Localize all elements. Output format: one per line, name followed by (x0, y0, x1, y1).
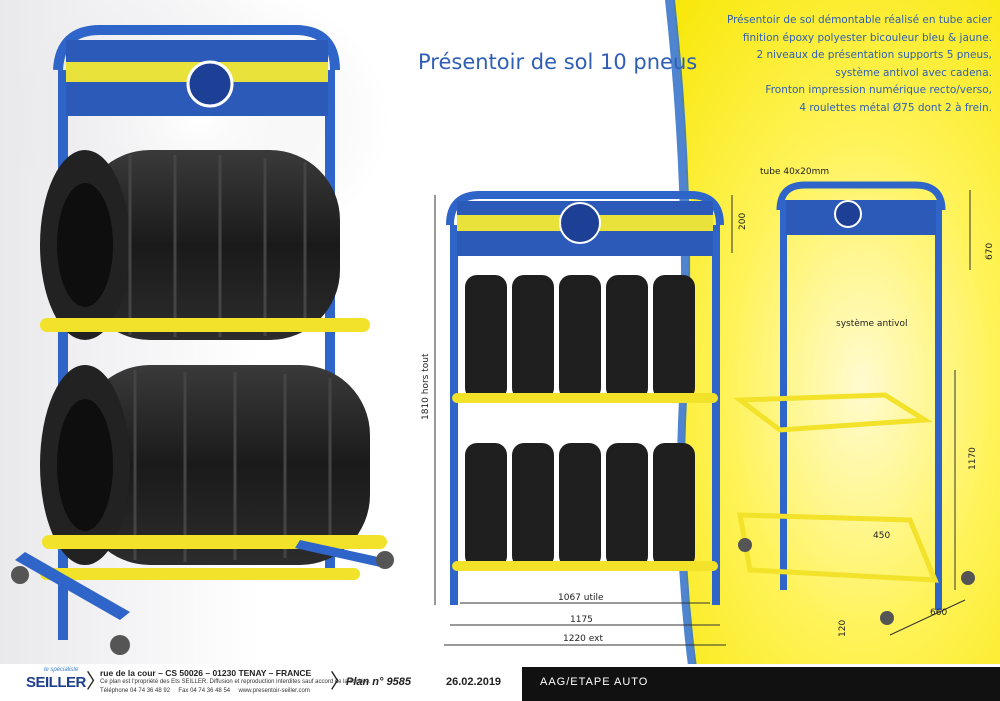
description-line: finition époxy polyester bicouleur bleu … (742, 31, 992, 44)
tube-label: tube 40x20mm (760, 167, 830, 177)
reference-label: AAG/ETAPE AUTO (540, 676, 649, 688)
address-line: rue de la cour – CS 50026 – 01230 TENAY … (100, 668, 312, 678)
company-address: rue de la cour – CS 50026 – 01230 TENAY … (100, 669, 370, 696)
side-view-drawing (732, 181, 975, 636)
chevron-icon: 〉 (86, 671, 106, 693)
external-width-label: 1220 ext (563, 634, 603, 644)
depth-label: 660 (930, 608, 948, 618)
product-render (10, 0, 394, 655)
useful-width-label: 1067 utile (558, 593, 604, 603)
legal-notice: Ce plan est l'propriété des Ets SEILLER.… (100, 679, 371, 685)
company-tagline: le spécialiste (44, 667, 79, 673)
lower-height-label: 1170 (968, 447, 978, 470)
description-line: 2 niveaux de présentation supports 5 pne… (756, 49, 992, 61)
plan-number: Plan n° 9585 (346, 676, 411, 688)
reference-bar (522, 667, 1000, 701)
fax: Fax 04 74 36 48 54 (178, 688, 231, 694)
chevron-icon: 〉 (330, 671, 350, 693)
antitheft-label: système antivol (836, 319, 908, 329)
description-line: 4 roulettes métal Ø75 dont 2 à frein. (799, 101, 992, 114)
base-height-label: 120 (838, 619, 848, 637)
description-line: Présentoir de sol démontable réalisé en … (726, 14, 992, 26)
company-logo: SEILLER (26, 674, 86, 691)
shelf-depth-label: 450 (873, 531, 891, 541)
page-title: Présentoir de sol 10 pneus (418, 50, 698, 74)
plan-date: 26.02.2019 (446, 676, 502, 688)
phone: Téléphone 04 74 36 48 92 (100, 688, 171, 694)
overall-height-label: 1810 hors tout (421, 353, 431, 421)
description-line: système antivol avec cadena. (835, 66, 992, 79)
product-description: Présentoir de sol démontable réalisé en … (692, 12, 992, 117)
upper-height-label: 670 (985, 242, 995, 260)
website-link[interactable]: www.presentoir-seiller.com (238, 688, 310, 694)
front-view-drawing (434, 191, 733, 646)
width-label: 1175 (570, 615, 593, 625)
contact-line: Téléphone 04 74 36 48 92 Fax 04 74 36 48… (100, 687, 370, 696)
description-line: Fronton impression numérique recto/verso… (765, 84, 992, 96)
